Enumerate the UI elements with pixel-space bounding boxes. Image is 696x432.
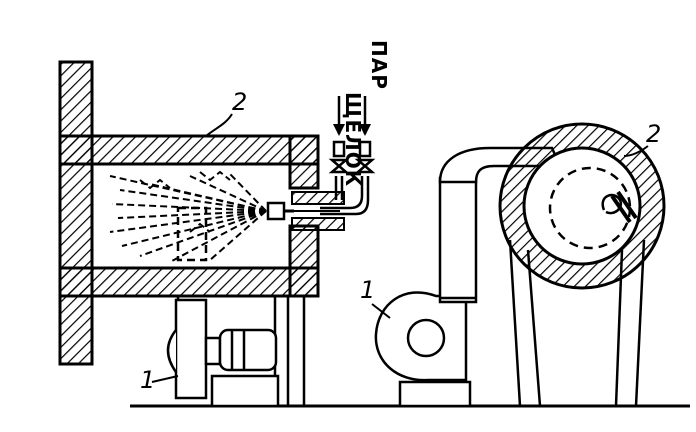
- lye-valve: [328, 140, 350, 174]
- left-fan-label: 1: [140, 366, 155, 394]
- drum-label: 2: [646, 120, 661, 148]
- chamber-leader: [205, 113, 233, 137]
- drying-chamber: [58, 134, 320, 298]
- steam-valve: [354, 140, 376, 174]
- brick-wall: [58, 60, 94, 366]
- steam-inflow-arrow: [359, 96, 371, 136]
- left-fan: [166, 298, 280, 408]
- spray-cone: [109, 170, 267, 263]
- chamber-label: 2: [232, 88, 247, 116]
- spray-nozzle: [266, 201, 294, 221]
- steam-label: ПАР: [367, 40, 391, 90]
- right-fan-label: 1: [360, 276, 375, 304]
- inner-damper: [176, 206, 208, 262]
- lye-label: ЩЕЛОК: [341, 92, 365, 187]
- right-fan: [374, 176, 478, 408]
- left-fan-leader: [151, 375, 179, 383]
- supply-pipes: [320, 176, 370, 216]
- lye-inflow-arrow: [333, 96, 345, 136]
- right-fan-leader: [371, 303, 391, 319]
- drying-drum: [498, 122, 666, 290]
- nozzle-mount: [291, 191, 345, 231]
- drum-leader: [623, 145, 649, 157]
